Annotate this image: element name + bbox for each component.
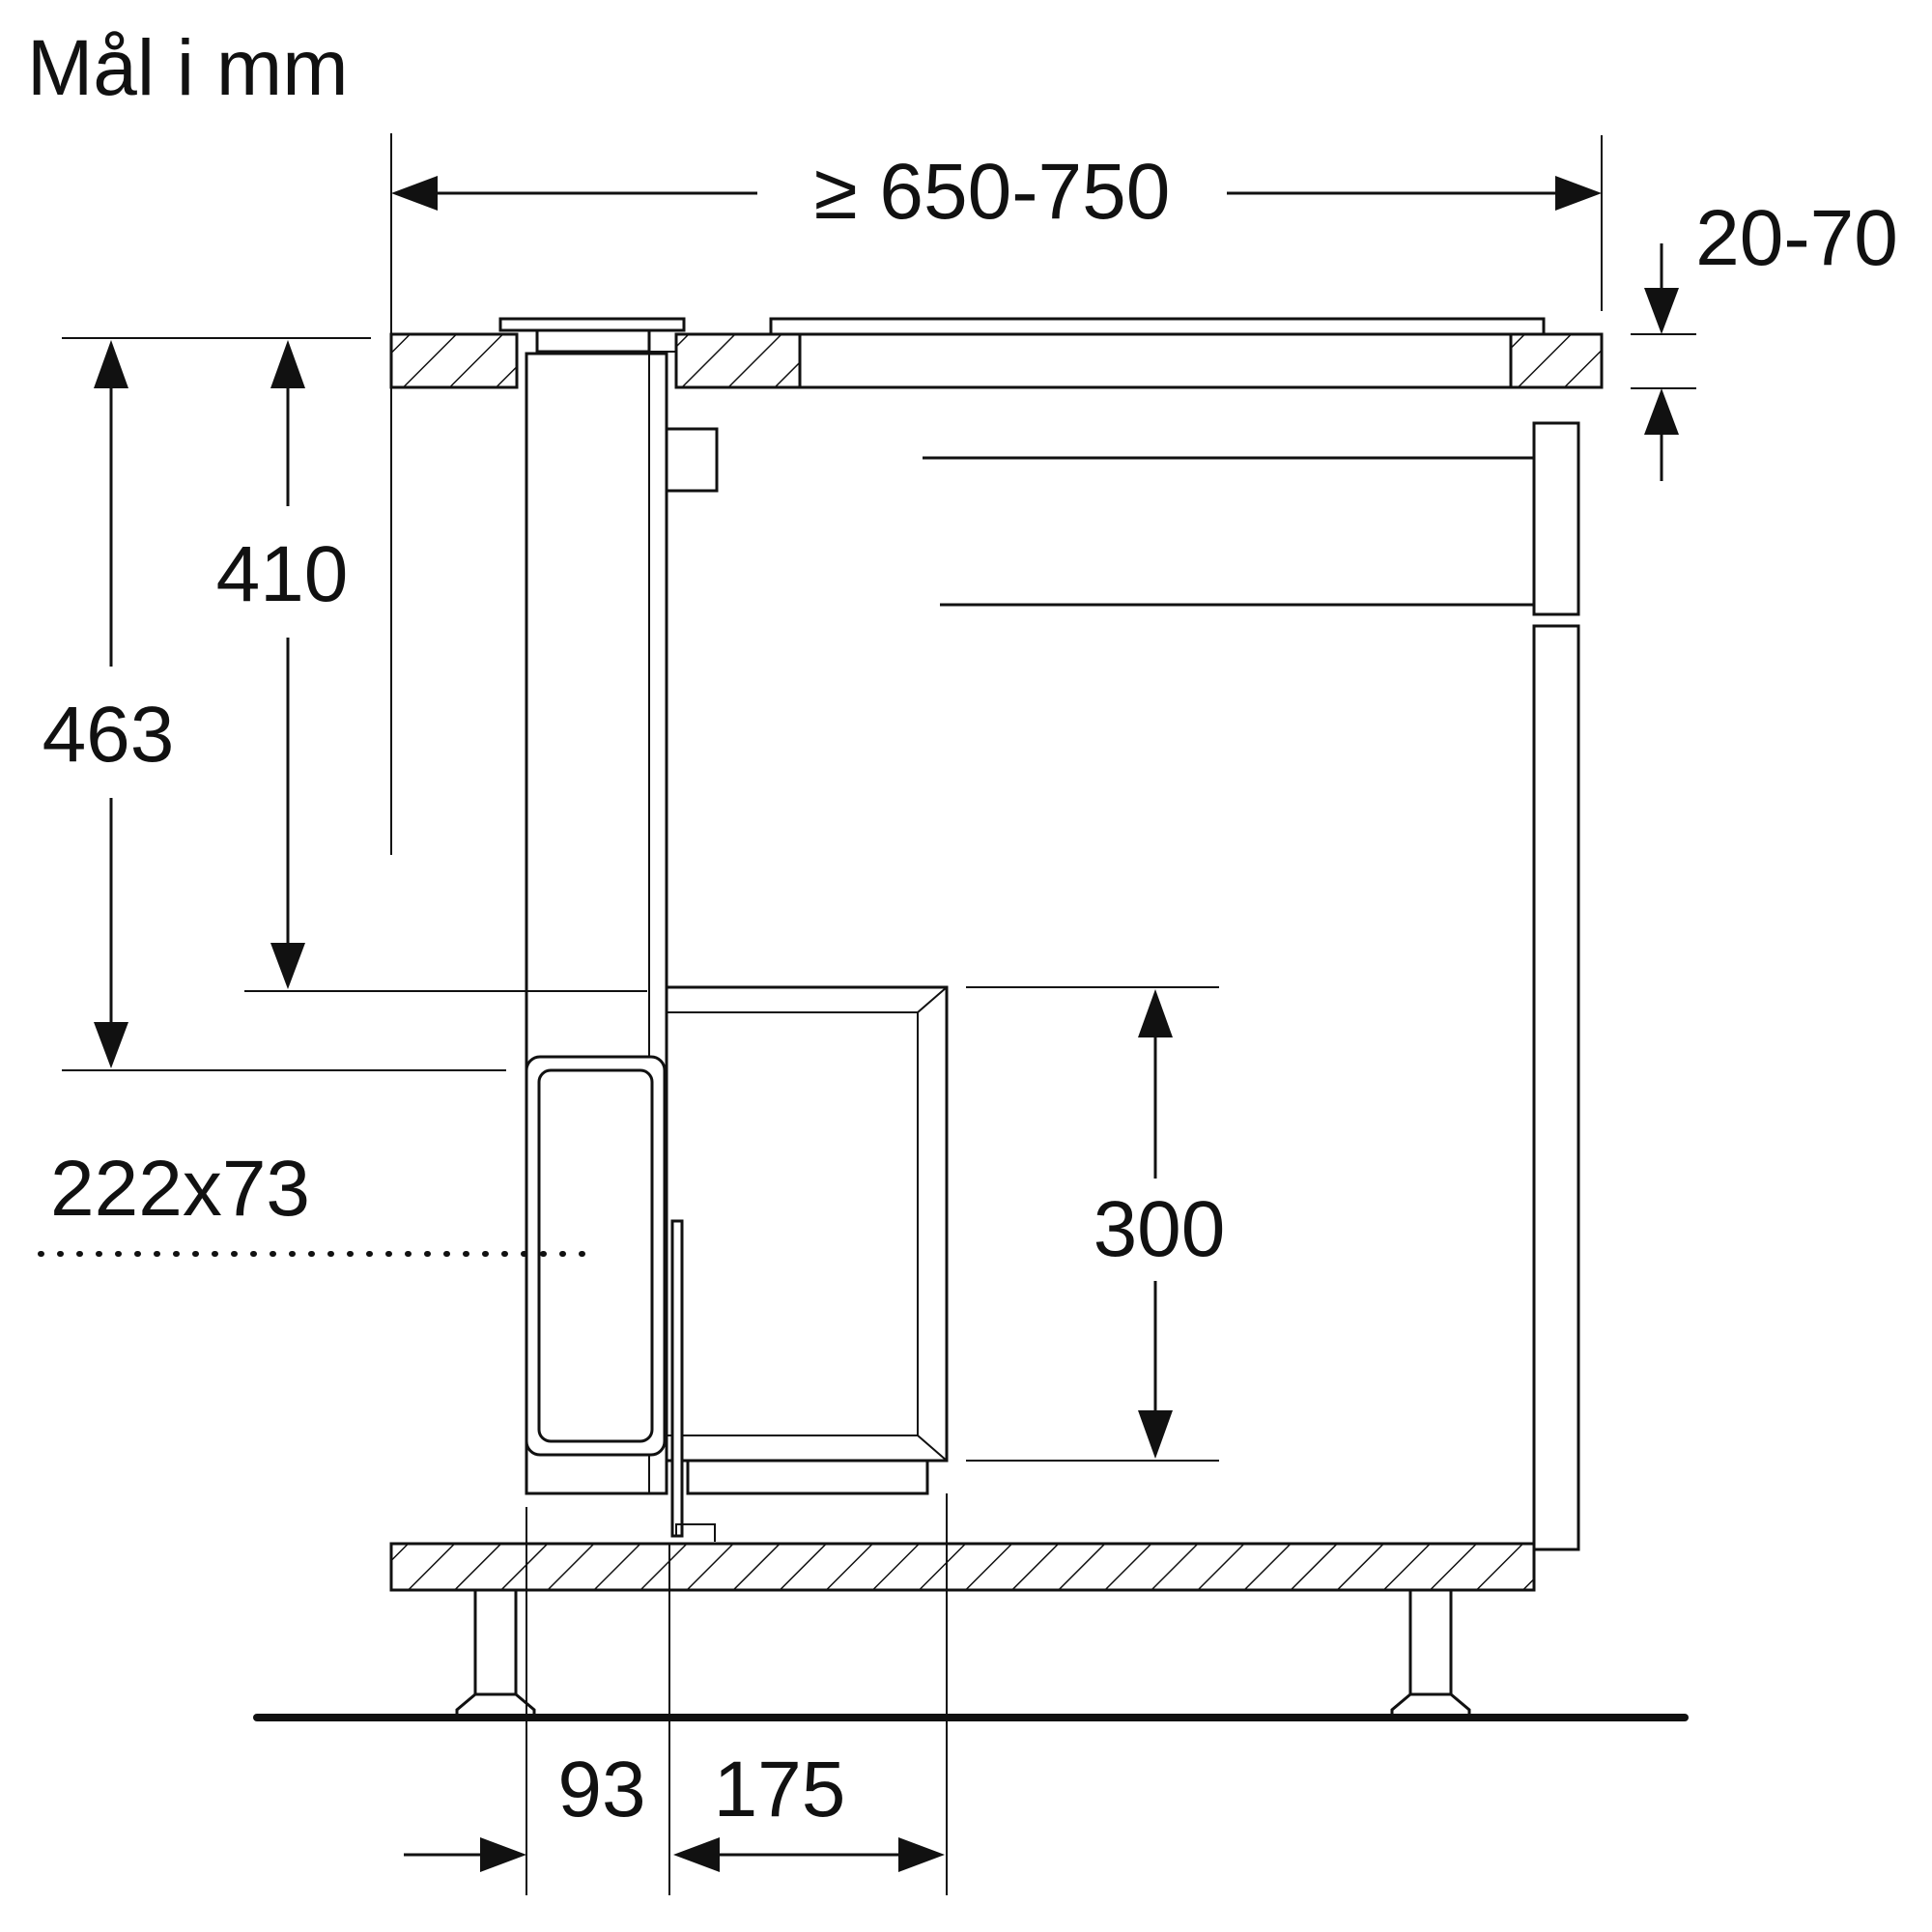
worktop [389, 332, 1604, 389]
module-arrow-down [1138, 1410, 1173, 1459]
worktop-thickness-dimension: 20-70 [1631, 194, 1898, 481]
module-arrow-up [1138, 989, 1173, 1037]
worktop-arrow-up [1644, 388, 1679, 435]
cooktop [769, 317, 1546, 336]
offset-right-label: 175 [714, 1746, 846, 1833]
duct-label: 222x73 [50, 1145, 310, 1233]
offset-left-arrow [480, 1837, 526, 1872]
depth-arrow-left [391, 176, 438, 211]
height-outer-arrow-up [94, 340, 128, 388]
cabinet-legs [455, 1588, 1471, 1718]
height-inner-label: 410 [216, 530, 349, 618]
depth-arrow-right [1555, 176, 1602, 211]
worktop-arrow-down [1644, 288, 1679, 334]
offset-left-label: 93 [557, 1746, 645, 1833]
title: Mål i mm [27, 24, 349, 112]
module-height-dimension: 300 [966, 986, 1226, 1462]
fan-module [665, 985, 949, 1542]
height-outer-arrow-down [94, 1022, 128, 1068]
vent-flange [498, 317, 686, 354]
height-outer-label: 463 [43, 691, 175, 779]
offset-right-arrow-left [673, 1837, 720, 1872]
offset-right-arrow-right [898, 1837, 945, 1872]
depth-label: ≥ 650-750 [814, 148, 1171, 236]
cabinet-side-panel [923, 421, 1580, 1551]
module-height-label: 300 [1094, 1185, 1226, 1273]
height-dimensions: 463 410 [43, 337, 647, 1071]
duct-opening: 222x73 [38, 1055, 667, 1457]
worktop-thickness-label: 20-70 [1695, 194, 1898, 282]
height-inner-arrow-up [270, 340, 305, 388]
offset-dimensions: 93 175 [404, 1493, 948, 1895]
depth-dimension: ≥ 650-750 [390, 133, 1603, 855]
height-inner-arrow-down [270, 943, 305, 989]
cabinet-bottom [389, 1542, 1536, 1592]
